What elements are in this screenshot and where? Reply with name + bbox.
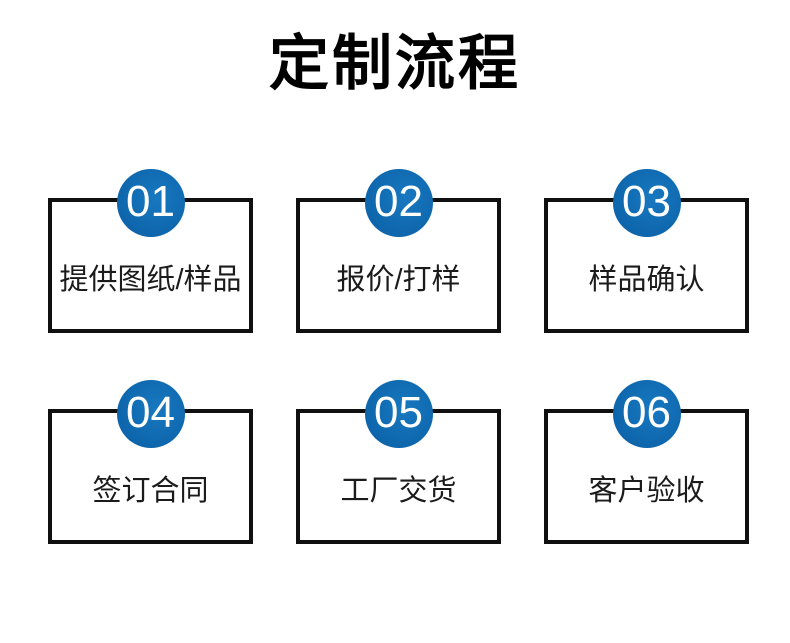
step-label: 提供图纸/样品 [59,264,242,296]
step-number-badge: 04 [116,380,185,448]
step-box-5: 05 工厂交货 [296,380,501,544]
step-label: 工厂交货 [340,475,457,507]
step-box-3: 03 样品确认 [544,169,749,333]
step-label: 签订合同 [92,475,209,507]
step-number-badge: 03 [612,169,681,237]
step-number-badge: 02 [364,169,433,237]
step-label: 客户验收 [588,475,705,507]
step-box-2: 02 报价/打样 [296,169,501,333]
step-box-6: 06 客户验收 [544,380,749,544]
step-box-1: 01 提供图纸/样品 [48,169,253,333]
step-box-4: 04 签订合同 [48,380,253,544]
page-title: 定制流程 [269,30,521,97]
step-number-badge: 06 [612,380,681,448]
step-number-badge: 01 [116,169,185,237]
step-label: 报价/打样 [336,264,461,296]
step-label: 样品确认 [588,264,705,296]
step-number-badge: 05 [364,380,433,448]
